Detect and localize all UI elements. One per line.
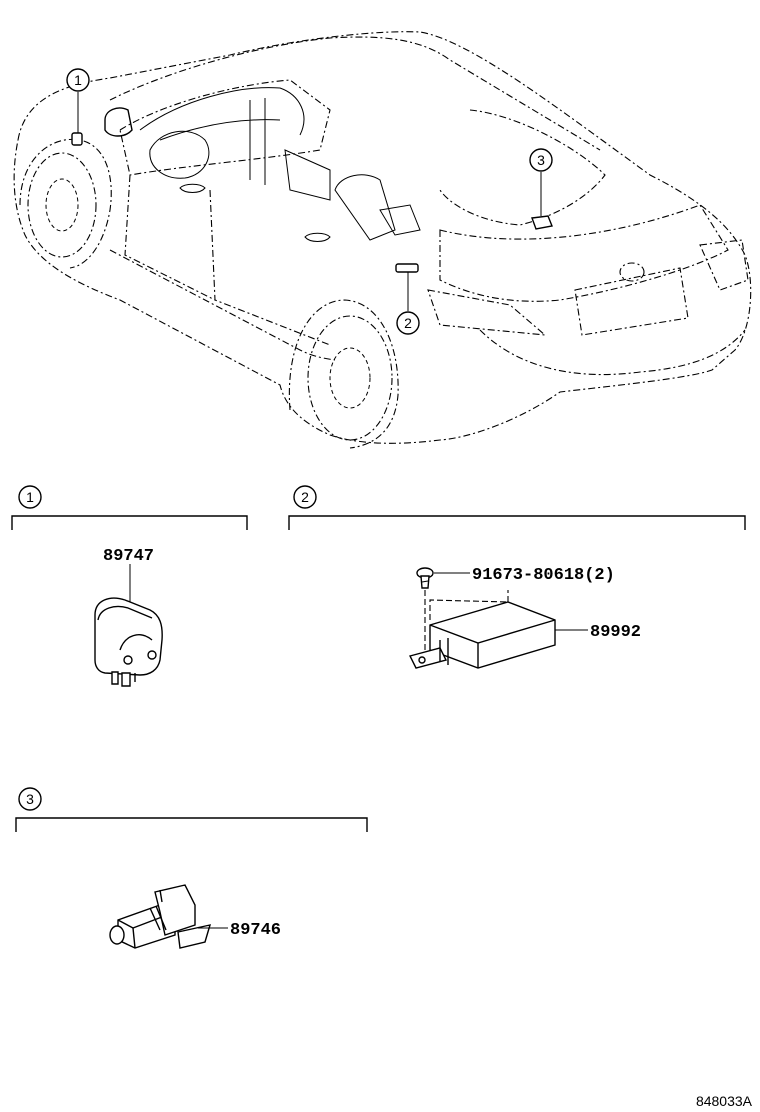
- steering-wheel: [149, 130, 210, 179]
- diagram-reference-code: 848033A: [696, 1093, 753, 1109]
- svg-text:3: 3: [26, 791, 34, 807]
- svg-text:2: 2: [301, 489, 309, 505]
- callout-car-2: 2: [396, 311, 420, 335]
- part-label-bolt: 91673-80618(2): [472, 566, 615, 585]
- rear-window: [439, 109, 606, 226]
- rear-wheel-arch: [288, 299, 399, 449]
- part-label-89746: 89746: [230, 921, 281, 940]
- svg-text:3: 3: [537, 152, 545, 168]
- location-1-marker: [71, 132, 83, 146]
- section-3-bracket: [15, 817, 368, 832]
- bolt-drawing: [416, 567, 434, 589]
- svg-text:1: 1: [26, 489, 34, 505]
- section-1-callout: 1: [18, 485, 42, 509]
- section-2-callout: 2: [293, 485, 317, 509]
- front-door-line: [124, 174, 216, 301]
- section-2-bracket: [288, 515, 746, 530]
- trunk-lid: [439, 204, 729, 302]
- rear-light-right: [699, 239, 749, 291]
- rear-light-left: [427, 289, 547, 336]
- front-door-handle: [179, 183, 206, 193]
- rear-wheel: [307, 315, 393, 441]
- section-2: 2 91673-80618(2) 89992: [288, 485, 746, 669]
- front-wheel-arch: [19, 138, 112, 269]
- sensor-89746-drawing: [109, 884, 212, 949]
- location-3-marker: [531, 215, 553, 230]
- rear-door-handle: [304, 232, 331, 242]
- car-illustration: 1 2 3: [13, 31, 752, 449]
- section-1-bracket: [11, 515, 248, 530]
- rear-wheel-hub: [329, 347, 371, 409]
- front-wheel-hub: [45, 178, 79, 232]
- side-mirror: [104, 107, 133, 137]
- location-2-marker: [395, 263, 419, 273]
- section-3-callout: 3: [18, 787, 42, 811]
- car-body-outline: [13, 31, 752, 444]
- rear-bumper: [479, 329, 746, 376]
- callout-car-3: 3: [529, 148, 553, 172]
- section-3: 3 89746: [15, 787, 368, 949]
- section-1: 1 89747: [11, 485, 248, 687]
- part-label-89747: 89747: [103, 547, 154, 566]
- callout-car-1: 1: [66, 68, 90, 92]
- part-label-89992: 89992: [590, 623, 641, 642]
- rear-door-line: [209, 189, 331, 346]
- front-wheel: [27, 152, 97, 258]
- dashboard-interior: [139, 87, 331, 201]
- seat-outline: [334, 174, 421, 241]
- sensor-89747-drawing: [94, 597, 163, 687]
- svg-text:2: 2: [404, 315, 412, 331]
- svg-text:1: 1: [74, 72, 82, 88]
- roof-line: [109, 36, 601, 151]
- side-sill: [109, 249, 336, 361]
- rear-emblem: [619, 262, 645, 282]
- license-plate: [574, 267, 689, 336]
- module-89992-drawing: [408, 590, 556, 669]
- side-window: [119, 79, 331, 176]
